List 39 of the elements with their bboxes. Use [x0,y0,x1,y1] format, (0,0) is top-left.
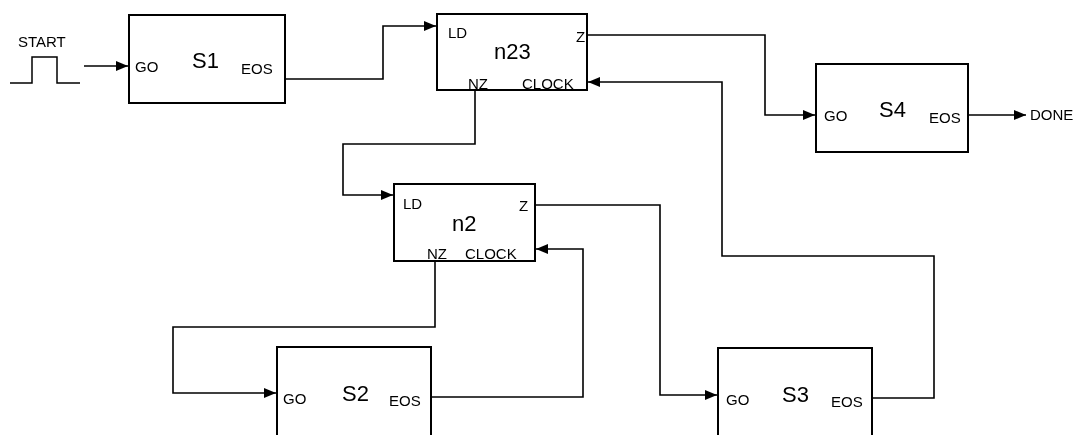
block-title: S4 [879,99,906,121]
arrow [172,261,436,398]
port-label: CLOCK [465,246,517,261]
arrow [342,90,476,200]
block-title: S3 [782,384,809,406]
arrow [431,244,584,398]
signal-label: START [18,34,66,49]
block-title: S2 [342,383,369,405]
arrow [968,110,1027,120]
arrow [83,61,129,71]
block-box [393,183,536,262]
block-box [276,346,432,435]
arrow [285,21,437,80]
block-title: n23 [494,41,531,63]
port-label: NZ [427,246,447,261]
port-label: EOS [831,394,863,409]
block-box [128,14,286,104]
port-label: EOS [241,61,273,76]
port-label: CLOCK [522,76,574,91]
port-label: LD [403,196,423,211]
port-label: Z [576,29,586,44]
port-label: Z [519,198,529,213]
signal-label: DONE [1030,107,1074,122]
arrow [587,77,935,399]
block-box [436,13,588,91]
block-title: S1 [192,50,219,72]
port-label: EOS [929,110,961,125]
port-label: EOS [389,393,421,408]
arrow [535,204,718,400]
port-label: GO [824,108,848,123]
block-title: n2 [452,213,477,235]
block-box [717,347,873,435]
block-box [815,63,969,153]
port-label: NZ [468,76,488,91]
arrow [587,34,816,120]
port-label: GO [135,59,159,74]
port-label: GO [726,392,750,407]
port-label: GO [283,391,307,406]
port-label: LD [448,25,468,40]
